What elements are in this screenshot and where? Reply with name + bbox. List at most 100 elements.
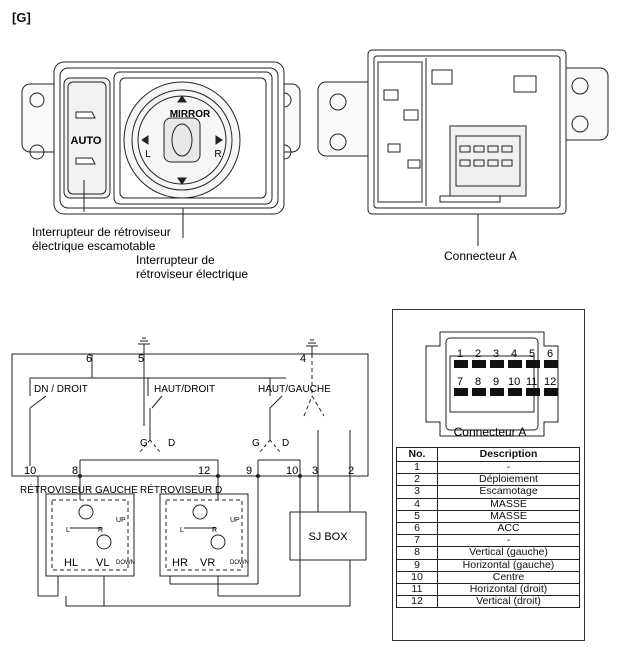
pin-description: Horizontal (gauche) (437, 558, 580, 572)
mirror-left-up: UP (116, 517, 126, 524)
callout-retractable-line1: Interrupteur de rétroviseur (32, 225, 171, 239)
conn-pin-5: 5 (529, 348, 535, 360)
conn-pin-2: 2 (475, 348, 481, 360)
conn-pin-1: 1 (457, 348, 463, 360)
table-row: 1- (396, 460, 580, 475)
mirror-right-hr: HR (172, 557, 188, 569)
pin-description: - (437, 460, 580, 475)
conn-pin-7: 7 (457, 376, 463, 388)
conn-pin-11: 11 (526, 376, 537, 388)
connector-face-drawing (425, 331, 559, 437)
mirror-right-title: RÉTROVISEUR D (140, 483, 222, 496)
pin-bottom-10b: 10 (286, 465, 298, 477)
pin-bottom-12: 12 (198, 465, 210, 477)
pin-description: - (437, 534, 580, 548)
auto-label: AUTO (71, 135, 102, 147)
pin-description: MASSE (437, 497, 580, 511)
selector-g2: G (252, 438, 260, 449)
selector-d2: D (282, 438, 289, 449)
pin-description: Vertical (droit) (437, 595, 580, 609)
mirror-left-title: RÉTROVISEUR GAUCHE (20, 483, 138, 496)
pin-bottom-8: 8 (72, 465, 78, 477)
selector-d1: D (168, 438, 175, 449)
section-tag: [G] (12, 10, 31, 25)
pin-number: 7 (396, 534, 438, 548)
table-row: 7- (396, 534, 580, 548)
pin-top-4: 4 (300, 353, 306, 365)
selector-g1: G (140, 438, 148, 449)
pin-number: 11 (396, 582, 438, 597)
pin-description: Centre (437, 570, 580, 584)
circuit-diagram (11, 337, 369, 607)
mirror-label: MIRROR (170, 109, 211, 120)
conn-pin-10: 10 (508, 376, 520, 388)
pin-number: 10 (396, 570, 438, 584)
pin-description: Vertical (gauche) (437, 546, 580, 560)
switch-rear-drawing (317, 49, 609, 215)
pin-table-header-row: No. Description (396, 447, 580, 462)
switch-r-label: R (214, 149, 221, 160)
pin-description: Déploiement (437, 473, 580, 487)
pin-top-6: 6 (86, 353, 92, 365)
pin-description: MASSE (437, 509, 580, 523)
conn-pin-6: 6 (547, 348, 553, 360)
pin-bottom-9: 9 (246, 465, 252, 477)
pin-description: Escamotage (437, 485, 580, 499)
conn-pin-12: 12 (544, 376, 556, 388)
pin-number: 8 (396, 546, 438, 560)
mirror-right-vr: VR (200, 557, 215, 569)
mirror-left-l: L (66, 527, 70, 534)
pin-number: 12 (396, 595, 438, 609)
mirror-left-r: R (98, 527, 103, 534)
pin-number: 4 (396, 497, 438, 511)
switch-label-haut-gauche: HAUT/GAUCHE (258, 384, 331, 395)
pin-number: 6 (396, 521, 438, 536)
mirror-left-down: DOWN (116, 560, 135, 566)
mirror-left-hl: HL (64, 557, 78, 569)
switch-label-haut-droit: HAUT/DROIT (154, 384, 215, 395)
pin-description: ACC (437, 521, 580, 536)
pin-bottom-3: 3 (312, 465, 318, 477)
connector-pin-blocks (454, 360, 558, 396)
pin-number: 2 (396, 473, 438, 487)
pin-number: 9 (396, 558, 438, 572)
callout-mirror-line2: rétroviseur électrique (136, 267, 248, 281)
callout-mirror-line1: Interrupteur de (136, 253, 215, 267)
conn-pin-8: 8 (475, 376, 481, 388)
mirror-right-r: R (212, 527, 217, 534)
mirror-right-down: DOWN (230, 560, 249, 566)
switch-label-dn-droit: DN / DROIT (34, 384, 88, 395)
mirror-right-up: UP (230, 517, 240, 524)
pin-number: 3 (396, 485, 438, 499)
pin-table-header-description: Description (437, 447, 580, 462)
switch-l-label: L (145, 149, 151, 160)
callout-connector: Connecteur A (444, 249, 517, 263)
sj-box-label: SJ BOX (308, 531, 348, 543)
pin-number: 5 (396, 509, 438, 523)
pin-top-5: 5 (138, 353, 144, 365)
conn-pin-3: 3 (493, 348, 499, 360)
mirror-right-l: L (180, 527, 184, 534)
switch-front-drawing (21, 61, 301, 215)
connector-face-caption: Connecteur A (454, 425, 527, 439)
pin-bottom-10a: 10 (24, 465, 36, 477)
conn-pin-9: 9 (493, 376, 499, 388)
callout-retractable-line2: électrique escamotable (32, 239, 156, 253)
pin-number: 1 (396, 460, 438, 475)
pin-description: Horizontal (droit) (437, 582, 580, 597)
pin-table-frame (392, 309, 585, 641)
pin-bottom-2: 2 (348, 465, 354, 477)
conn-pin-4: 4 (511, 348, 517, 360)
